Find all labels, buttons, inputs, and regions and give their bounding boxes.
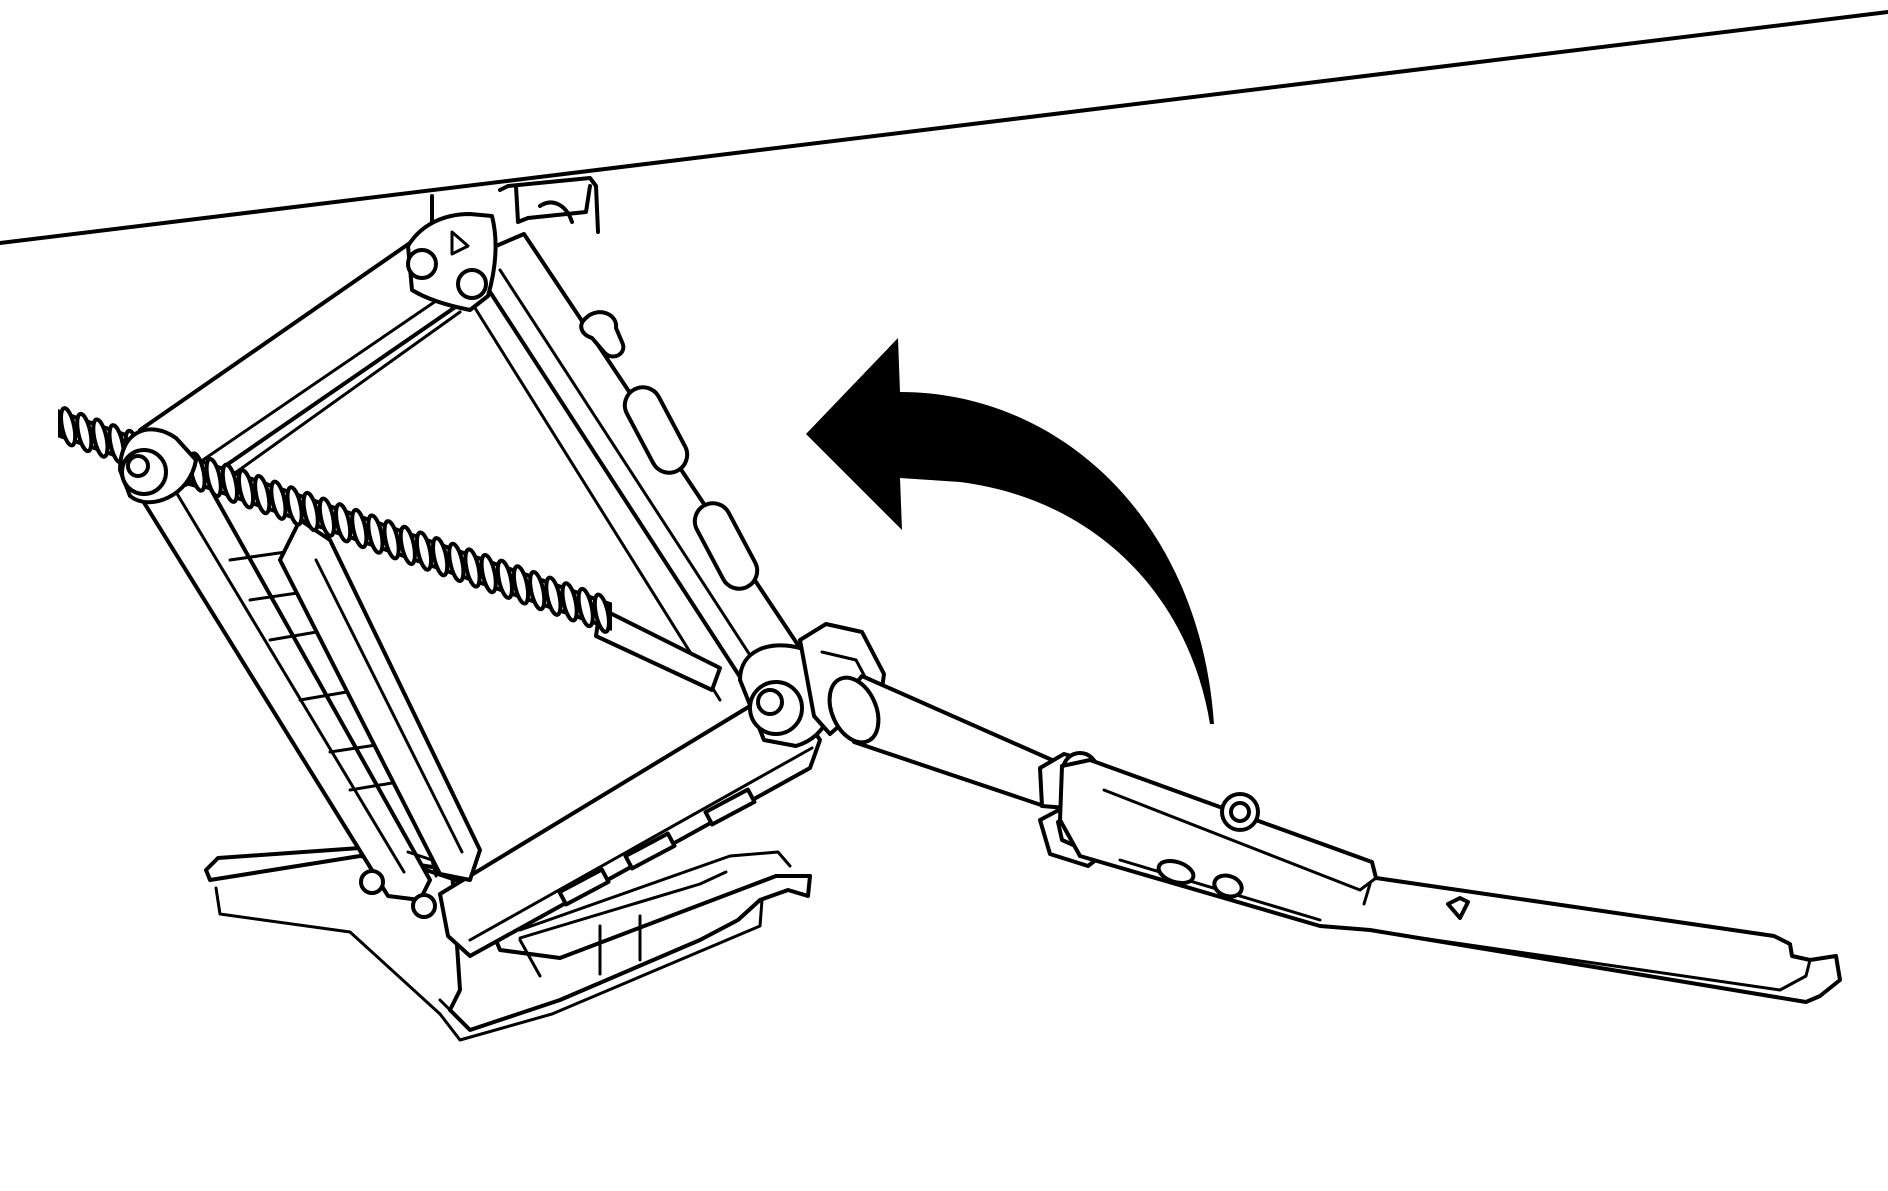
lower-left-plate xyxy=(278,518,482,882)
vehicle-frame-line xyxy=(0,10,1888,245)
screw-thread xyxy=(350,507,369,550)
screw-thread xyxy=(253,473,272,516)
center-pivot xyxy=(738,643,836,748)
screw-thread xyxy=(301,490,320,533)
screw-thread xyxy=(382,519,401,561)
screw-thread xyxy=(91,417,110,459)
screw-thread xyxy=(431,536,450,578)
screw-thread xyxy=(59,406,78,448)
screw-thread xyxy=(398,524,417,567)
top-pivot-plate xyxy=(406,212,498,312)
screw-thread xyxy=(495,558,514,600)
left-pivot xyxy=(118,427,198,505)
jack-handle xyxy=(827,674,1842,1004)
screw-thread xyxy=(560,581,579,623)
base-bolts xyxy=(359,850,438,919)
screw-thread xyxy=(236,468,256,510)
screw-thread xyxy=(317,496,336,538)
screw-thread xyxy=(366,513,385,555)
lower-right-arm xyxy=(438,698,822,958)
curved-arrow-icon xyxy=(806,338,1214,724)
screw-thread xyxy=(334,502,353,544)
screw-thread xyxy=(592,592,611,634)
screw-thread xyxy=(75,411,94,454)
screw-shaft xyxy=(594,606,722,692)
screw-thread xyxy=(511,564,531,606)
screw-thread xyxy=(463,547,482,589)
screw-thread xyxy=(479,552,498,595)
screw-thread xyxy=(414,530,434,572)
screw-thread xyxy=(269,479,288,521)
screw-thread xyxy=(285,485,304,527)
screw-thread xyxy=(447,541,466,584)
jack-base xyxy=(204,846,812,1042)
screw-thread xyxy=(528,569,547,612)
screw-thread xyxy=(220,462,239,504)
screw-thread xyxy=(544,575,563,617)
screw-thread xyxy=(576,586,595,629)
screw-thread xyxy=(204,456,223,499)
